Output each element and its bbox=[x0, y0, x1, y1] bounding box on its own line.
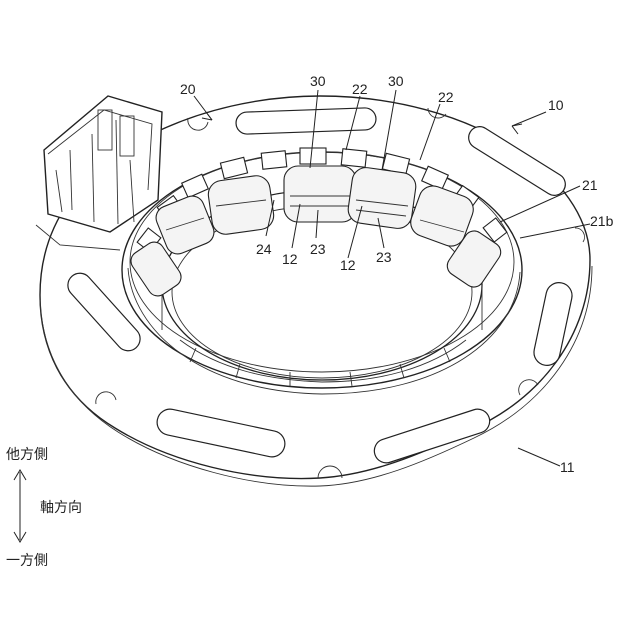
ref-23-right: 23 bbox=[376, 249, 392, 265]
ref-20: 20 bbox=[180, 81, 196, 97]
ref-12-right: 12 bbox=[340, 257, 356, 273]
ref-11: 11 bbox=[560, 459, 575, 475]
axis-label-axial-direction: 軸方向 bbox=[40, 497, 82, 517]
ref-21b: 21b bbox=[590, 213, 614, 229]
ref-22-right: 22 bbox=[438, 89, 454, 105]
ref-12-left: 12 bbox=[282, 251, 298, 267]
ref-23-left: 23 bbox=[310, 241, 326, 257]
ref-24: 24 bbox=[256, 241, 272, 257]
ref-30-left: 30 bbox=[310, 73, 326, 89]
axis-label-one-side: 一方側 bbox=[6, 550, 48, 570]
ref-22-left: 22 bbox=[352, 81, 368, 97]
axis-label-other-side: 他方側 bbox=[6, 444, 48, 464]
ref-30-right: 30 bbox=[388, 73, 404, 89]
ref-10: 10 bbox=[548, 97, 564, 113]
ref-21: 21 bbox=[582, 177, 598, 193]
axial-direction-arrow bbox=[14, 470, 26, 542]
